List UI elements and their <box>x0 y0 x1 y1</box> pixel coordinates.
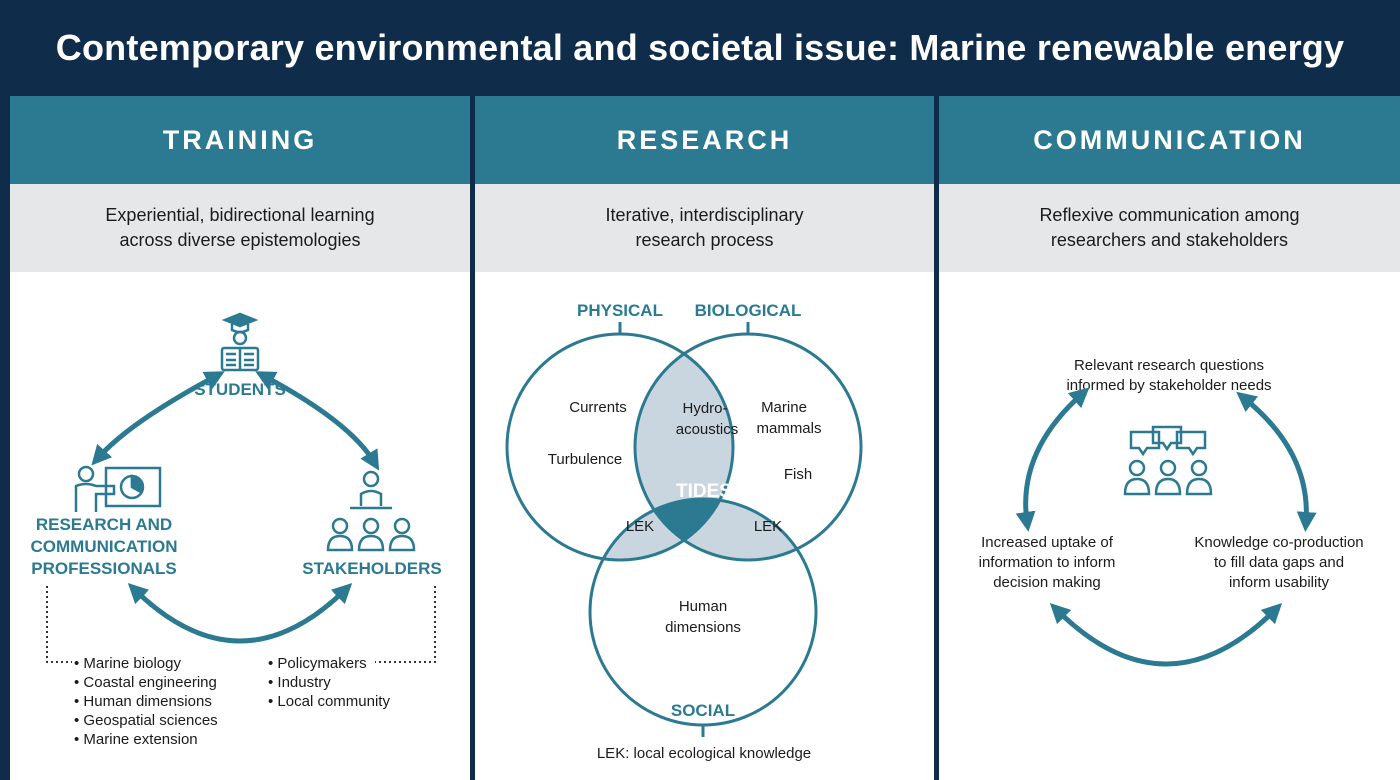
research-subtitle-line-2: research process <box>635 230 774 250</box>
page-title: Contemporary environmental and societal … <box>0 0 1400 96</box>
stakeholder-list-item: • Policymakers <box>268 655 367 672</box>
item-marine-mammals-line-1: Marine <box>761 399 807 416</box>
communication-heading: COMMUNICATION <box>939 96 1400 184</box>
cycle-left-line-3: decision making <box>993 574 1101 591</box>
cycle-right-line-2: to fill data gaps and <box>1214 554 1344 571</box>
footnote-lek: LEK: local ecological knowledge <box>597 745 811 762</box>
presenter-icon <box>74 465 162 512</box>
communication-subtitle-line-1: Reflexive communication among <box>1039 205 1300 225</box>
item-lek-left: LEK <box>626 518 654 535</box>
cycle-right-line-3: inform usability <box>1229 574 1330 591</box>
cycle-left-line-2: information to inform <box>979 554 1116 571</box>
communication-body: Relevant research questions informed by … <box>939 272 1400 780</box>
training-subtitle: Experiential, bidirectional learning acr… <box>10 184 470 272</box>
communication-subtitle: Reflexive communication among researcher… <box>939 184 1400 272</box>
label-social: SOCIAL <box>671 701 735 720</box>
cycle-left-line-1: Increased uptake of <box>981 534 1114 551</box>
professional-list-item: • Marine extension <box>74 731 198 748</box>
professional-list-item: • Coastal engineering <box>74 674 217 691</box>
student-reading-icon <box>220 312 260 372</box>
item-marine-mammals-line-2: mammals <box>756 420 821 437</box>
item-fish: Fish <box>784 466 812 483</box>
item-human-dimensions-line-2: dimensions <box>665 619 741 636</box>
arrow-left-cycle <box>1015 387 1090 532</box>
stakeholder-list-item: • Local community <box>268 693 390 710</box>
stakeholder-list-item: • Industry <box>268 674 331 691</box>
training-column: TRAINING Experiential, bidirectional lea… <box>10 96 470 780</box>
training-heading: TRAINING <box>10 96 470 184</box>
label-tides: TIDES <box>676 481 732 502</box>
venn-diagram: PHYSICAL BIOLOGICAL SOCIAL Currents Turb… <box>505 301 863 762</box>
training-body: STUDENTS RESEARCH AND COMMUNICATION PROF… <box>10 272 470 780</box>
item-currents: Currents <box>569 399 627 416</box>
dotted-connector-right <box>375 586 436 663</box>
label-biological: BIOLOGICAL <box>695 301 802 320</box>
item-turbulence: Turbulence <box>548 451 623 468</box>
audience-icon <box>326 470 416 552</box>
communication-subtitle-line-2: researchers and stakeholders <box>1050 230 1289 250</box>
dotted-connector-left <box>46 586 72 663</box>
discussion-group-icon <box>1123 425 1213 496</box>
training-subtitle-line-2: across diverse epistemologies <box>119 230 361 250</box>
research-column: RESEARCH Iterative, interdisciplinary re… <box>475 96 934 780</box>
cycle-top-line-2: informed by stakeholder needs <box>1066 377 1271 394</box>
item-hydroacoustics-line-2: acoustics <box>676 421 739 438</box>
arrow-students-professionals <box>91 371 225 466</box>
item-human-dimensions-line-1: Human <box>679 598 727 615</box>
training-diagram: STUDENTS RESEARCH AND COMMUNICATION PROF… <box>31 312 442 748</box>
arrow-students-stakeholders <box>255 371 380 471</box>
arrow-bottom-cycle <box>1049 602 1283 667</box>
item-lek-right: LEK <box>754 518 782 535</box>
research-body: PHYSICAL BIOLOGICAL SOCIAL Currents Turb… <box>475 272 934 780</box>
communication-diagram: Relevant research questions informed by … <box>979 357 1364 667</box>
training-subtitle-line-1: Experiential, bidirectional learning <box>105 205 375 225</box>
communication-column: COMMUNICATION Reflexive communication am… <box>939 96 1400 780</box>
node-professionals-line-1: RESEARCH AND <box>36 515 172 534</box>
arrow-right-cycle <box>1236 391 1317 532</box>
node-professionals-line-3: PROFESSIONALS <box>31 559 176 578</box>
research-heading: RESEARCH <box>475 96 934 184</box>
professional-list-item: • Marine biology <box>74 655 181 672</box>
professional-list-item: • Geospatial sciences <box>74 712 218 729</box>
node-professionals-line-2: COMMUNICATION <box>31 537 178 556</box>
professional-list-item: • Human dimensions <box>74 693 212 710</box>
research-subtitle: Iterative, interdisciplinary research pr… <box>475 184 934 272</box>
node-stakeholders: STAKEHOLDERS <box>302 559 441 578</box>
cycle-top-line-1: Relevant research questions <box>1074 357 1264 374</box>
item-hydroacoustics-line-1: Hydro- <box>682 400 727 417</box>
arrow-professionals-stakeholders <box>127 583 353 644</box>
research-subtitle-line-1: Iterative, interdisciplinary <box>605 205 804 225</box>
label-physical: PHYSICAL <box>577 301 663 320</box>
cycle-right-line-1: Knowledge co-production <box>1194 534 1363 551</box>
